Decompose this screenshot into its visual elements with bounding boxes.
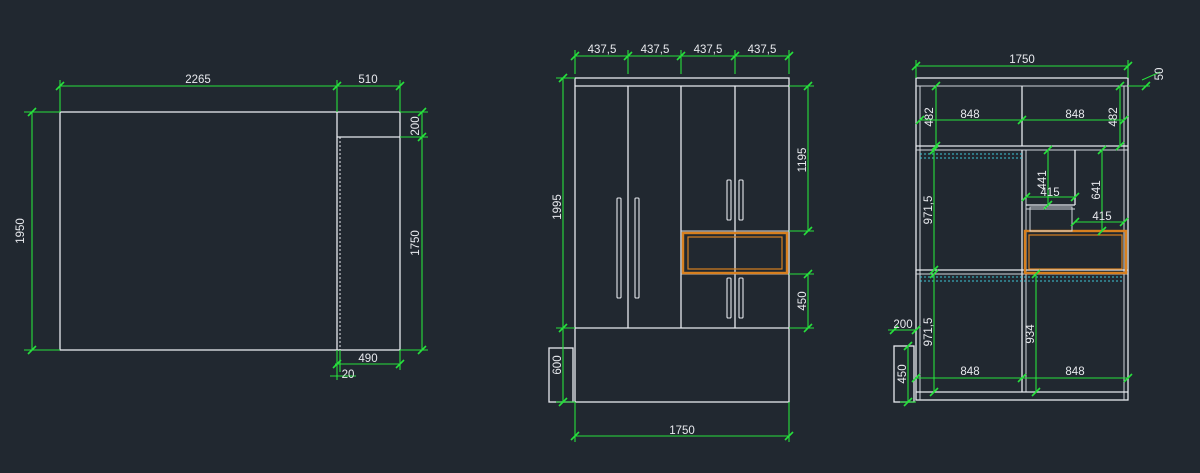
label-2265: 2265 [185,74,211,86]
label-600: 600 [552,355,564,374]
label-415-drawer: 415 [1092,211,1111,223]
open-niche [681,231,789,275]
front-outline [574,77,790,403]
interior-outline [915,77,1129,401]
label-437-5-d: 437,5 [748,44,777,56]
label-971-5-upper: 971,5 [923,196,935,225]
label-437-5-a: 437,5 [588,44,617,56]
label-848-bottom-right: 848 [1065,366,1084,378]
door-handle [726,179,732,221]
label-415-small: 415 [1040,187,1059,199]
label-437-5-b: 437,5 [641,44,670,56]
label-200: 200 [410,116,422,135]
label-482-left: 482 [924,107,936,126]
label-934: 934 [1025,324,1037,344]
label-641: 641 [1091,180,1103,199]
label-450-base: 450 [897,364,909,383]
label-1995: 1995 [552,194,564,220]
label-490: 490 [358,353,377,365]
label-510: 510 [358,74,377,86]
door-handle [616,197,622,299]
door-handle [634,197,640,299]
label-482-right: 482 [1108,107,1120,126]
door-handle [738,277,744,319]
label-848-top-left: 848 [960,109,979,121]
label-441: 441 [1037,170,1049,189]
interior-view: 1750 50 848 848 482 482 971,5 441 [888,54,1166,407]
label-848-top-right: 848 [1065,109,1084,121]
door-handle [738,179,744,221]
label-450-front: 450 [797,291,809,310]
label-1195: 1195 [797,148,809,173]
label-971-5-lower: 971,5 [923,318,935,347]
front-view: 437,5 437,5 437,5 437,5 1995 600 1195 45… [548,44,814,442]
label-1750-front: 1750 [669,425,695,437]
label-848-bottom-left: 848 [960,366,979,378]
label-50: 50 [1154,68,1166,81]
label-20: 20 [342,369,355,381]
label-1750-side: 1750 [410,230,422,256]
plan-main-outline [59,111,401,351]
interior-open-niche [1023,229,1128,275]
label-1750-interior: 1750 [1009,54,1035,66]
plan-view: 2265 510 1950 200 1750 490 20 [15,74,428,381]
label-1950: 1950 [15,218,27,244]
label-200-base: 200 [893,319,912,331]
door-handle [726,277,732,319]
label-437-5-c: 437,5 [694,44,723,56]
